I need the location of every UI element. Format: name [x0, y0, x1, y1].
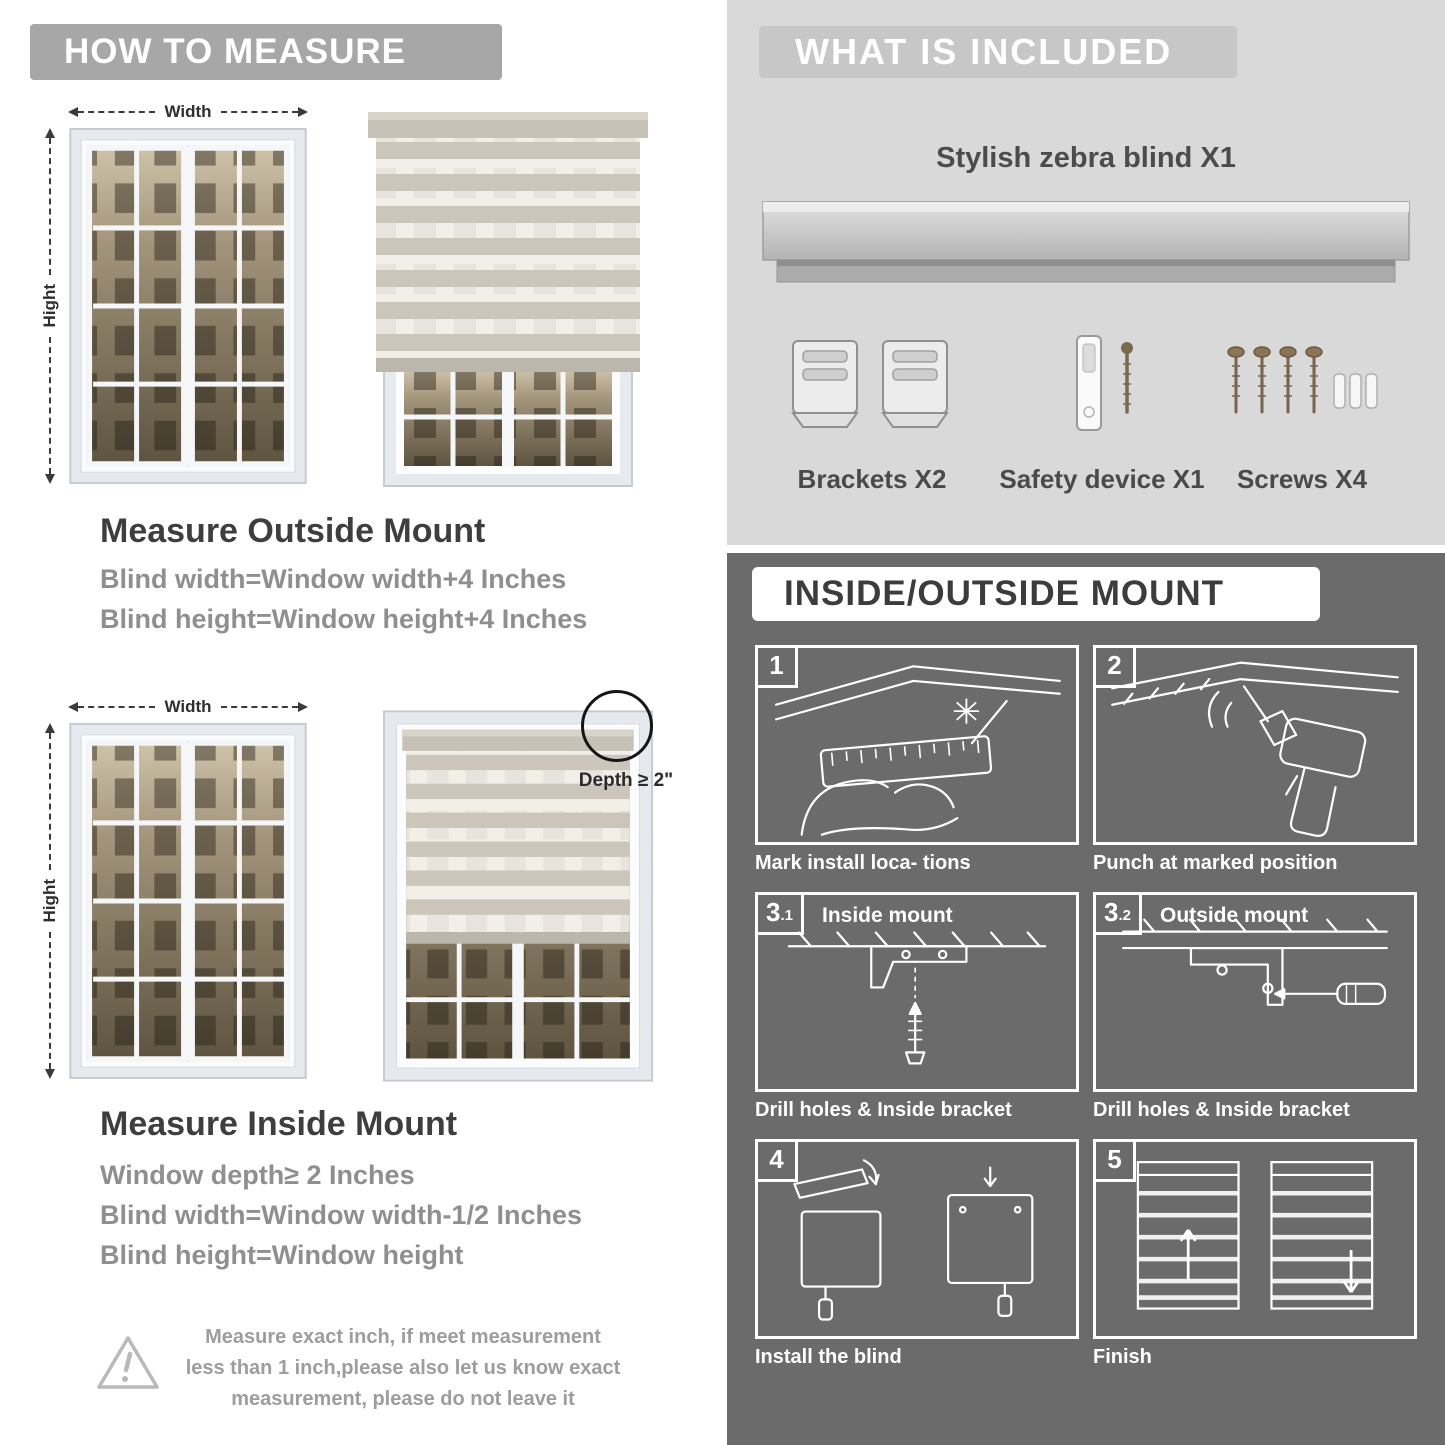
warning-icon	[97, 1336, 159, 1389]
step-title: Inside mount	[822, 904, 953, 927]
step-number-badge: 4	[758, 1142, 798, 1182]
height-label: Hight	[40, 879, 59, 923]
zebra-blind-inside-illustration: Depth ≥ 2"	[383, 690, 673, 1082]
outside-mount-figure: Width Hight	[38, 100, 688, 500]
step-number-badge: 3.2	[1096, 895, 1142, 935]
window-illustration	[69, 128, 307, 484]
step-label: Punch at marked position	[1093, 852, 1338, 874]
step-4-illustration	[793, 1159, 1034, 1321]
inside-formula-depth: Window depth≥ 2 Inches	[100, 1160, 415, 1190]
step-5-illustration	[1136, 1161, 1374, 1310]
brackets-illustration	[791, 340, 949, 428]
step-number-badge: 2	[1096, 648, 1136, 688]
step-card-2: 2 Punch at marked position	[1093, 645, 1417, 882]
mount-banner: INSIDE/OUTSIDE MOUNT	[752, 567, 1320, 621]
step-card-1: 1 Mark install loca- tions	[755, 645, 1079, 882]
inside-mount-figure: Width Hight	[38, 690, 688, 1095]
step-3-2-illustration	[1122, 918, 1388, 1006]
step-image-3-2: 3.2 Outside mount	[1093, 892, 1417, 1092]
safety-device-illustration	[1076, 335, 1133, 431]
step-image-1: 1	[755, 645, 1079, 845]
outside-formula-width: Blind width=Window width+4 Inches	[100, 564, 567, 594]
depth-callout-circle	[581, 690, 653, 762]
mount-title: INSIDE/OUTSIDE MOUNT	[784, 574, 1225, 613]
brackets-label: Brackets X2	[797, 464, 947, 494]
window-illustration	[69, 723, 307, 1079]
width-label: Width	[164, 102, 212, 121]
step-image-4: 4	[755, 1139, 1079, 1339]
measure-note-row: Measure exact inch, if meet measurement …	[95, 1322, 640, 1415]
width-arrow: Width	[68, 697, 308, 717]
step-card-3-1: 3.1 Inside mount Drill holes & Inside br…	[755, 892, 1079, 1129]
how-to-measure-banner: HOW TO MEASURE	[30, 24, 502, 80]
how-to-measure-title: HOW TO MEASURE	[64, 32, 406, 71]
width-arrow: Width	[68, 102, 308, 122]
arrow-left-icon	[68, 107, 78, 117]
step-card-4: 4 Install the blind	[755, 1139, 1079, 1376]
step-title: Outside mount	[1160, 904, 1309, 927]
what-is-included-panel: WHAT IS INCLUDED Stylish zebra blind X1	[727, 0, 1445, 545]
arrow-up-icon	[45, 128, 55, 138]
mount-panel: INSIDE/OUTSIDE MOUNT	[727, 553, 1445, 1445]
arrow-down-icon	[45, 474, 55, 484]
step-1-illustration	[774, 665, 1061, 836]
arrow-left-icon	[68, 702, 78, 712]
step-label: Install the blind	[755, 1346, 902, 1368]
measure-note: Measure exact inch, if meet measurement …	[185, 1326, 621, 1410]
step-2-illustration	[1111, 661, 1399, 837]
depth-label: Depth ≥ 2"	[578, 770, 674, 791]
window-diagram-outside: Width Hight	[38, 100, 348, 500]
mount-steps-grid: 1 Mark install loca- tions	[755, 645, 1417, 1376]
step-number-badge: 3.1	[758, 895, 804, 935]
step-image-3-1: 3.1 Inside mount	[755, 892, 1079, 1092]
screws-illustration	[1227, 346, 1378, 414]
step-label: Mark install loca- tions	[755, 852, 971, 874]
step-label: Finish	[1093, 1346, 1152, 1368]
step-card-5: 5 Finish	[1093, 1139, 1417, 1376]
screws-label: Screws X4	[1236, 464, 1368, 494]
height-arrow: Hight	[40, 128, 60, 484]
step-image-5: 5	[1093, 1139, 1417, 1339]
safety-device-label: Safety device X1	[999, 464, 1205, 494]
arrow-right-icon	[298, 702, 308, 712]
zebra-blind-label: Stylish zebra blind X1	[936, 142, 1236, 174]
step-image-2: 2	[1093, 645, 1417, 845]
inside-formula-width: Blind width=Window width-1/2 Inches	[100, 1200, 583, 1230]
height-arrow: Hight	[40, 723, 60, 1079]
right-column: WHAT IS INCLUDED Stylish zebra blind X1	[727, 0, 1445, 1445]
step-number-badge: 5	[1096, 1142, 1136, 1182]
height-label: Hight	[40, 284, 59, 328]
what-is-included-title: WHAT IS INCLUDED	[795, 31, 1173, 72]
width-label: Width	[164, 697, 212, 716]
step-card-3-2: 3.2 Outside mount Drill holes & Inside b…	[1093, 892, 1417, 1129]
outside-formula-height: Blind height=Window height+4 Inches	[100, 604, 588, 634]
step-label: Drill holes & Inside bracket	[755, 1099, 1012, 1121]
what-is-included-banner: WHAT IS INCLUDED	[759, 26, 1237, 78]
arrow-down-icon	[45, 1069, 55, 1079]
arrow-right-icon	[298, 107, 308, 117]
zebra-blind-outside-illustration	[368, 112, 648, 490]
step-label: Drill holes & Inside bracket	[1093, 1099, 1350, 1121]
measure-inside-title: Measure Inside Mount	[100, 1105, 458, 1143]
step-3-1-illustration	[787, 931, 1047, 1065]
inside-formula-height: Blind height=Window height	[100, 1240, 464, 1270]
headrail-illustration	[762, 201, 1410, 283]
measure-outside-title: Measure Outside Mount	[100, 512, 486, 550]
window-diagram-inside: Width Hight	[38, 695, 348, 1095]
arrow-up-icon	[45, 723, 55, 733]
step-number-badge: 1	[758, 648, 798, 688]
